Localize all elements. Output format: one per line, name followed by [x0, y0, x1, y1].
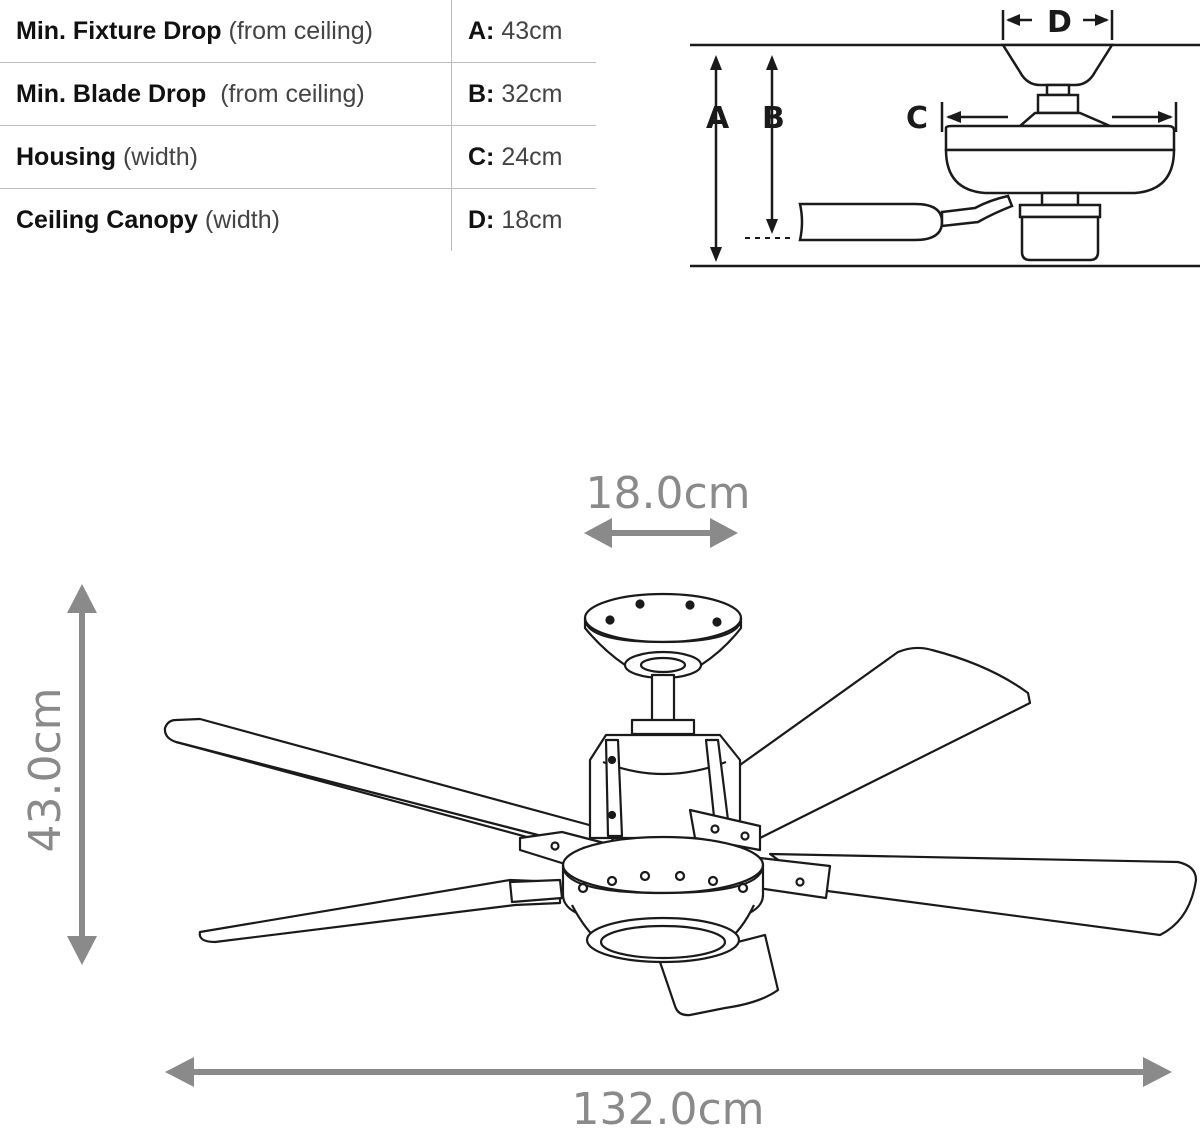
downrod [650, 673, 676, 725]
fan-blade-left [163, 717, 617, 855]
spec-row-canopy: Ceiling Canopy (width) D: 18cm [0, 188, 597, 252]
fan-blade-right [768, 852, 1198, 937]
schematic-light-kit [1020, 215, 1100, 262]
dimension-d-arrow-right [1095, 14, 1109, 26]
bracket-screw [607, 810, 617, 820]
ring-rivet [707, 875, 719, 887]
spec-table: Min. Fixture Drop (from ceiling) A: 43cm… [0, 0, 596, 251]
spec-key: D: [468, 205, 495, 234]
bracket-screw [550, 841, 560, 851]
schematic-blade [798, 202, 944, 242]
schematic-lines [690, 10, 1200, 268]
spec-row-blade-drop: Min. Blade Drop (from ceiling) B: 32cm [0, 62, 597, 126]
schematic-canopy [1000, 43, 1115, 87]
span-arrow-right [1143, 1057, 1172, 1087]
spec-key: B: [468, 79, 495, 108]
schematic-housing-top [1016, 111, 1111, 128]
motor-ring-top [561, 835, 765, 895]
fan-dimension-drawing: 18.0cm 43.0cm 132.0cm [20, 468, 1198, 1133]
spec-label-cell: Min. Blade Drop (from ceiling) [0, 62, 452, 126]
dimension-d-arrow-left [1006, 14, 1020, 26]
blade-bracket-lower-left [508, 878, 564, 904]
canopy-screw [605, 615, 615, 625]
bracket-screw [607, 755, 617, 765]
ceiling-fan-illustration [163, 592, 1198, 1017]
canopy-width-arrow-right [710, 518, 738, 548]
spec-label-cell: Housing (width) [0, 125, 452, 189]
spec-name: Ceiling Canopy [16, 205, 198, 234]
spec-name: Min. Blade Drop [16, 79, 207, 108]
schematic-housing-body [944, 148, 1176, 195]
spec-value: 32cm [501, 79, 563, 108]
ring-rivet [639, 870, 651, 882]
canopy-collar-inner [639, 656, 687, 674]
spec-key: A: [468, 16, 495, 45]
canopy-width-label: 18.0cm [585, 468, 750, 519]
fan-blade-lower-left [198, 878, 562, 944]
dimension-c-arrow-left [946, 111, 961, 123]
spec-value-cell: A: 43cm [452, 0, 597, 63]
ring-rivet [577, 882, 589, 894]
fan-blade-top-right [661, 646, 1032, 844]
spec-qualifier: (width) [122, 142, 198, 171]
spec-row-fixture-drop: Min. Fixture Drop (from ceiling) A: 43cm [0, 0, 596, 63]
spec-value: 24cm [501, 142, 563, 171]
light-kit-glass [599, 924, 727, 960]
spec-label-cell: Ceiling Canopy (width) [0, 188, 452, 251]
bracket-screw [795, 877, 805, 887]
ring-rivet [674, 870, 686, 882]
housing-bracket-left [604, 738, 624, 838]
spec-label-cell: Min. Fixture Drop (from ceiling) [0, 0, 452, 63]
schematic-label-c: C [906, 101, 928, 136]
dimension-arrows [67, 518, 1172, 1087]
spec-name: Min. Fixture Drop [16, 16, 222, 45]
canopy-width-arrow-left [584, 518, 612, 548]
height-arrow-up [67, 584, 97, 613]
spec-value-cell: C: 24cm [452, 126, 597, 189]
schematic-light-collar [1018, 203, 1102, 219]
downrod-coupler [630, 718, 696, 736]
schematic-blade-arm [940, 194, 1014, 228]
spec-value: 18cm [501, 205, 563, 234]
spec-value-cell: B: 32cm [452, 63, 597, 126]
schematic-downrod-coupler [1036, 93, 1080, 115]
dimension-schematic: A B C D [690, 5, 1200, 268]
canopy-screw [712, 617, 722, 627]
schematic-housing-rim [944, 124, 1176, 152]
height-label: 43.0cm [20, 687, 71, 852]
canopy-screw [685, 600, 695, 610]
canopy-screw [635, 599, 645, 609]
spec-qualifier: (from ceiling) [228, 16, 373, 45]
dimension-b-arrow-up [766, 55, 778, 70]
spec-key: C: [468, 142, 495, 171]
dimension-a-arrow-down [710, 247, 722, 262]
schematic-label-a: A [706, 101, 730, 136]
spec-qualifier: (from ceiling) [220, 79, 365, 108]
ring-rivet [606, 875, 618, 887]
dimension-c-arrow-right [1158, 111, 1173, 123]
bracket-screw [710, 824, 720, 834]
bracket-screw [740, 831, 750, 841]
height-arrow-down [67, 936, 97, 965]
schematic-canopy-collar [1045, 83, 1071, 97]
schematic-light-neck [1040, 191, 1080, 207]
canopy-body [583, 616, 743, 667]
spec-name: Housing [16, 142, 116, 171]
spec-value: 43cm [501, 16, 563, 45]
span-label: 132.0cm [571, 1084, 764, 1133]
spec-value-cell: D: 18cm [452, 189, 597, 252]
dimension-a-arrow-up [710, 55, 722, 70]
span-arrow-left [165, 1057, 194, 1087]
dimension-b-arrow-down [766, 219, 778, 234]
spec-qualifier: (width) [204, 205, 280, 234]
blade-bracket-right [756, 856, 832, 900]
schematic-label-d: D [1047, 5, 1072, 40]
spec-row-housing: Housing (width) C: 24cm [0, 125, 597, 189]
ring-rivet [737, 882, 749, 894]
schematic-label-b: B [762, 101, 785, 136]
